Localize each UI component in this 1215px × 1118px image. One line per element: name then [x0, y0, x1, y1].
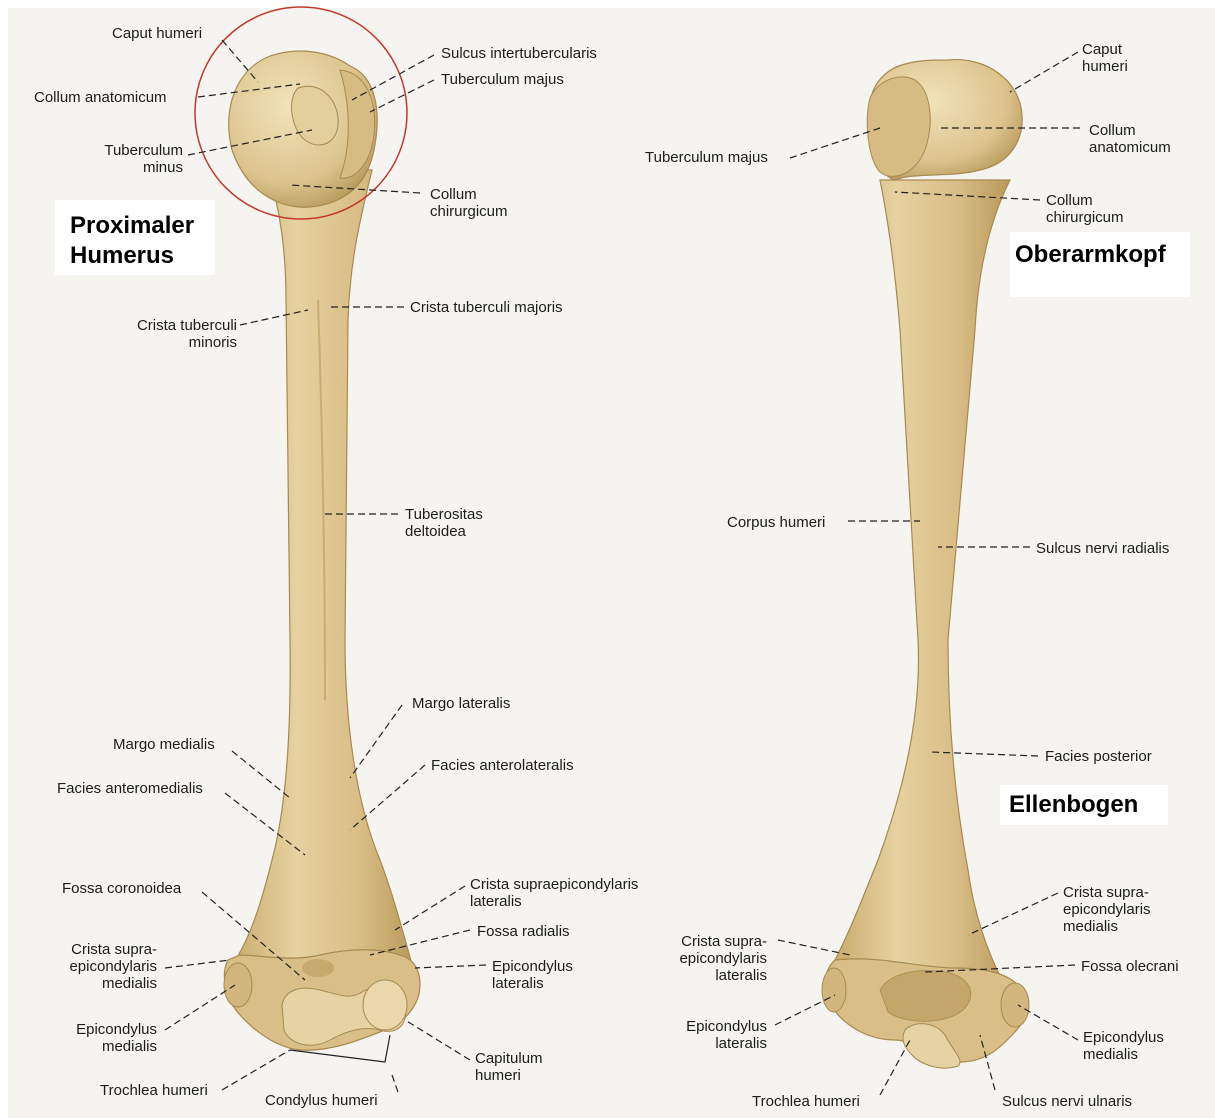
posterior-epicondylus-lateralis [822, 968, 846, 1012]
label-collum-chirurgicum-1: Collum [430, 186, 477, 203]
label-post-caput-humeri-2: humeri [1082, 58, 1128, 75]
label-tuberculum-minus-2: minus [143, 159, 183, 176]
label-epicondylus-medialis-1: Epicondylus [76, 1021, 157, 1038]
anterior-capitulum [363, 980, 407, 1030]
label-crista-supra-medialis-3: medialis [102, 975, 157, 992]
label-epicondylus-lateralis-2: lateralis [492, 975, 544, 992]
label-tuberculum-majus: Tuberculum majus [441, 71, 564, 88]
anterior-fossa-coronoidea [302, 959, 334, 977]
label-post-tuberculum-majus: Tuberculum majus [645, 149, 768, 166]
posterior-fossa-olecrani [880, 971, 971, 1022]
label-capitulum-humeri-1: Capitulum [475, 1050, 543, 1067]
label-epicondylus-lateralis-1: Epicondylus [492, 958, 573, 975]
label-post-collum-chirurgicum-2: chirurgicum [1046, 209, 1124, 226]
label-sulcus-nervi-radialis: Sulcus nervi radialis [1036, 540, 1169, 557]
label-crista-tuberculi-majoris: Crista tuberculi majoris [410, 299, 563, 316]
label-facies-anteromedialis: Facies anteromedialis [57, 780, 203, 797]
label-condylus-humeri: Condylus humeri [265, 1092, 378, 1109]
label-tuberositas-deltoidea-1: Tuberositas [405, 506, 483, 523]
title-oberarmkopf: Oberarmkopf [1015, 241, 1167, 268]
label-collum-chirurgicum-2: chirurgicum [430, 203, 508, 220]
label-sulcus-nervi-ulnaris: Sulcus nervi ulnaris [1002, 1093, 1132, 1110]
label-crista-tuberculi-minoris-1: Crista tuberculi [137, 317, 237, 334]
label-trochlea-humeri-anterior: Trochlea humeri [100, 1082, 208, 1099]
anterior-epicondylus-medialis [224, 963, 252, 1007]
label-crista-supra-medialis-1: Crista supra- [71, 941, 157, 958]
label-sulcus-intertubercularis: Sulcus intertubercularis [441, 45, 597, 62]
label-post-crista-supra-medialis-1: Crista supra- [1063, 884, 1149, 901]
label-crista-supraepicondylaris-lateralis-1: Crista supraepicondylaris [470, 876, 638, 893]
label-post-epicondylus-medialis-1: Epicondylus [1083, 1029, 1164, 1046]
label-collum-anatomicum: Collum anatomicum [34, 89, 167, 106]
label-margo-lateralis: Margo lateralis [412, 695, 510, 712]
label-post-epicondylus-medialis-2: medialis [1083, 1046, 1138, 1063]
title-ellenbogen: Ellenbogen [1009, 791, 1138, 818]
label-post-caput-humeri-1: Caput [1082, 41, 1123, 58]
label-margo-medialis: Margo medialis [113, 736, 215, 753]
title-proximal-line1: Proximaler [70, 212, 194, 239]
label-fossa-radialis: Fossa radialis [477, 923, 570, 940]
paper-background [8, 8, 1215, 1118]
label-post-epicondylus-lateralis-2: lateralis [715, 1035, 767, 1052]
label-crista-supraepicondylaris-lateralis-2: lateralis [470, 893, 522, 910]
label-tuberositas-deltoidea-2: deltoidea [405, 523, 467, 540]
label-facies-posterior: Facies posterior [1045, 748, 1152, 765]
label-post-collum-anatomicum-1: Collum [1089, 122, 1136, 139]
label-post-collum-chirurgicum-1: Collum [1046, 192, 1093, 209]
label-post-crista-supra-medialis-2: epicondylaris [1063, 901, 1151, 918]
label-post-crista-supra-lateralis-2: epicondylaris [679, 950, 767, 967]
label-crista-tuberculi-minoris-2: minoris [189, 334, 237, 351]
label-facies-anterolateralis: Facies anterolateralis [431, 757, 574, 774]
label-post-crista-supra-lateralis-3: lateralis [715, 967, 767, 984]
posterior-epicondylus-medialis [1001, 983, 1029, 1027]
label-post-trochlea-humeri: Trochlea humeri [752, 1093, 860, 1110]
label-post-collum-anatomicum-2: anatomicum [1089, 139, 1171, 156]
label-fossa-coronoidea: Fossa coronoidea [62, 880, 182, 897]
label-post-crista-supra-medialis-3: medialis [1063, 918, 1118, 935]
label-tuberculum-minus-1: Tuberculum [104, 142, 183, 159]
label-capitulum-humeri-2: humeri [475, 1067, 521, 1084]
title-proximal-line2: Humerus [70, 242, 174, 269]
label-fossa-olecrani: Fossa olecrani [1081, 958, 1179, 975]
label-post-crista-supra-lateralis-1: Crista supra- [681, 933, 767, 950]
label-caput-humeri: Caput humeri [112, 25, 202, 42]
label-crista-supra-medialis-2: epicondylaris [69, 958, 157, 975]
label-corpus-humeri: Corpus humeri [727, 514, 825, 531]
label-epicondylus-medialis-2: medialis [102, 1038, 157, 1055]
label-post-epicondylus-lateralis-1: Epicondylus [686, 1018, 767, 1035]
